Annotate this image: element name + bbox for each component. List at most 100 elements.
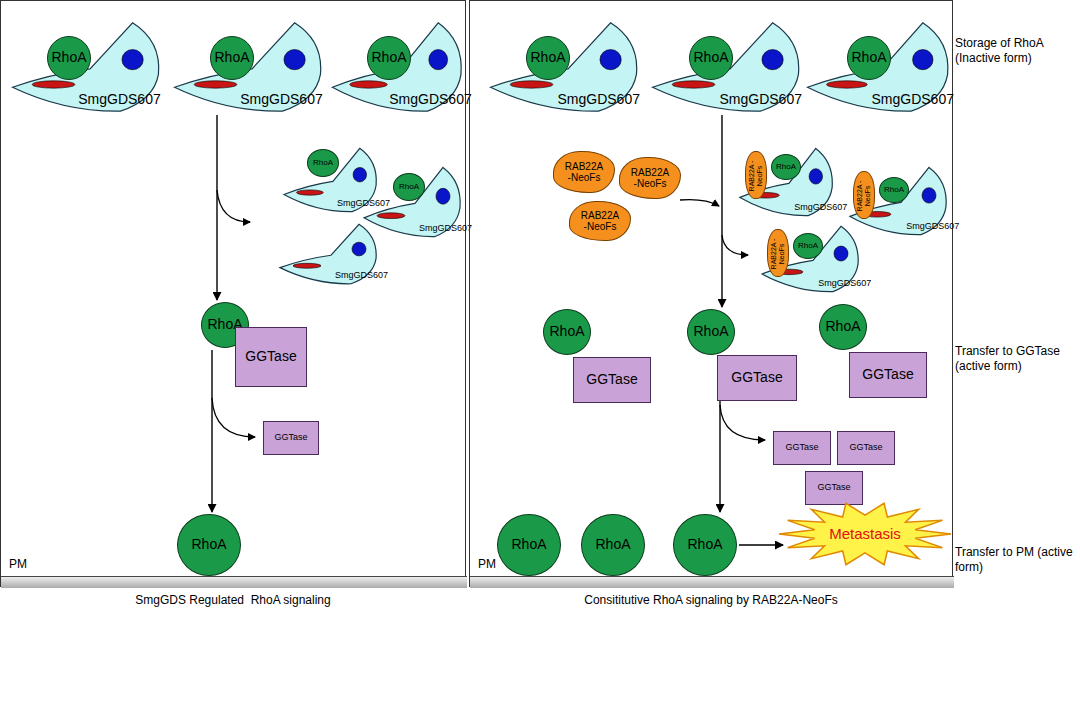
- rhoa-node: RhoA: [210, 36, 254, 80]
- blue-domain: [429, 50, 448, 70]
- blue-domain: [809, 169, 822, 184]
- rhoa-node: RhoA: [793, 233, 823, 259]
- red-domain: [296, 190, 323, 195]
- rhoa-label: RhoA: [687, 537, 722, 552]
- ggt-label: GGTase: [862, 367, 913, 382]
- pm-node: PM: [1, 557, 467, 588]
- smg-label: SmgGDS607: [419, 224, 472, 234]
- smg-label: SmgGDS607: [719, 92, 801, 107]
- rhoa-node: RhoA: [581, 514, 645, 576]
- blue-domain: [834, 246, 848, 261]
- rhoa-node: RhoA: [367, 36, 411, 80]
- burst-star: [779, 503, 951, 564]
- smg-body: [807, 23, 947, 111]
- branch-arrow: [212, 398, 255, 437]
- smg-body: [13, 23, 159, 111]
- star-label: Metastasis: [829, 526, 901, 543]
- branch-arrow: [217, 190, 250, 222]
- rhoa-label: RhoA: [191, 537, 226, 552]
- smg-label: SmgGDS607: [337, 199, 390, 209]
- rab-label: RAB22A -NeoFs: [564, 161, 604, 183]
- smg-body: [175, 23, 321, 111]
- blue-domain: [352, 242, 366, 256]
- smg-body: [364, 167, 460, 236]
- blue-domain: [353, 167, 366, 182]
- pm-label: PM: [478, 558, 496, 571]
- smg-body: [491, 23, 637, 111]
- rab-node: RAB22A -NeoFs: [619, 157, 681, 199]
- rhoa-label: RhoA: [371, 50, 406, 65]
- blue-domain: [436, 188, 450, 204]
- rhoa-label: RhoA: [549, 324, 584, 339]
- panel-label: Consititutive RhoA signaling by RAB22A-N…: [470, 594, 952, 607]
- rhoa-node: RhoA: [847, 36, 891, 80]
- red-domain: [826, 81, 867, 88]
- panel-node: Consititutive RhoA signaling by RAB22A-N…: [469, 0, 953, 587]
- blue-domain: [600, 50, 621, 70]
- rhoa-node: RhoA: [673, 514, 737, 576]
- flow-arrow: [721, 115, 722, 307]
- smg-body: [850, 167, 946, 234]
- stage-label: Transfer to PM (active form): [955, 545, 1075, 575]
- rhoa-node: RhoA: [526, 36, 570, 80]
- smg-body: [653, 23, 799, 111]
- pm-label: PM: [9, 558, 27, 571]
- membrane-bar: [470, 576, 954, 588]
- rabs-label: RAB22A -NeoFs: [856, 172, 874, 220]
- branch-arrow: [680, 200, 719, 206]
- rhoa-label: RhoA: [776, 163, 796, 172]
- rhoa-label: RhoA: [884, 186, 904, 195]
- ggt-label: GGTase: [817, 483, 850, 493]
- branch-arrow: [720, 405, 765, 440]
- smg-body: [284, 148, 376, 211]
- rhoa-node: RhoA: [307, 149, 339, 177]
- smg-label: SmgGDS607: [240, 92, 322, 107]
- rhoa-label: RhoA: [51, 50, 86, 65]
- red-domain: [350, 81, 388, 88]
- rhoa-label: RhoA: [313, 159, 333, 168]
- rhoa-label: RhoA: [693, 324, 728, 339]
- stage-label: Transfer to GGTase (active form): [955, 344, 1075, 374]
- ggt-label: GGTase: [731, 370, 782, 385]
- red-domain: [194, 81, 237, 88]
- rab-label: RAB22A -NeoFs: [630, 167, 670, 189]
- smg-label: SmgGDS607: [557, 92, 639, 107]
- rhoa-node: RhoA: [177, 514, 241, 576]
- rhoa-label: RhoA: [214, 50, 249, 65]
- flow-arrow: [216, 115, 217, 300]
- smg-label: SmgGDS607: [794, 203, 847, 213]
- ggt-node: GGTase: [849, 352, 927, 398]
- rhoa-node: RhoA: [497, 514, 561, 576]
- ggt-label: GGTase: [785, 443, 818, 453]
- smg-label: SmgGDS607: [906, 222, 959, 232]
- rabs-label: RAB22A -NeoFs: [770, 230, 788, 278]
- pm-node: PM: [470, 557, 954, 588]
- rhoa-node: RhoA: [689, 36, 733, 80]
- smg-label: SmgGDS607: [78, 92, 160, 107]
- red-domain: [510, 81, 553, 88]
- rhoa-node: RhoA: [771, 154, 801, 180]
- rhoa-label: RhoA: [595, 537, 630, 552]
- rhoa-node: RhoA: [393, 173, 425, 201]
- flow-arrow: [211, 350, 212, 512]
- ggt-node: GGTase: [263, 421, 319, 455]
- blue-domain: [762, 50, 783, 70]
- rhoa-node: RhoA: [47, 36, 91, 80]
- blue-domain: [922, 188, 936, 203]
- ggt-node: GGTase: [573, 357, 651, 403]
- rabs-node: RAB22A -NeoFs: [767, 229, 789, 277]
- rhoa-label: RhoA: [825, 319, 860, 334]
- star-node: Metastasis: [779, 499, 951, 569]
- rhoa-node: RhoA: [687, 309, 735, 355]
- rhoa-label: RhoA: [530, 50, 565, 65]
- rhoa-node: RhoA: [819, 304, 867, 350]
- blue-domain: [122, 50, 143, 70]
- rhoa-label: RhoA: [399, 183, 419, 192]
- smg-body: [740, 148, 832, 215]
- rab-node: RAB22A -NeoFs: [553, 151, 615, 193]
- blue-domain: [913, 50, 933, 70]
- rhoa-label: RhoA: [851, 50, 886, 65]
- rhoa-node: RhoA: [879, 177, 909, 203]
- smg-label: SmgGDS607: [818, 279, 871, 289]
- smg-label: SmgGDS607: [335, 271, 388, 281]
